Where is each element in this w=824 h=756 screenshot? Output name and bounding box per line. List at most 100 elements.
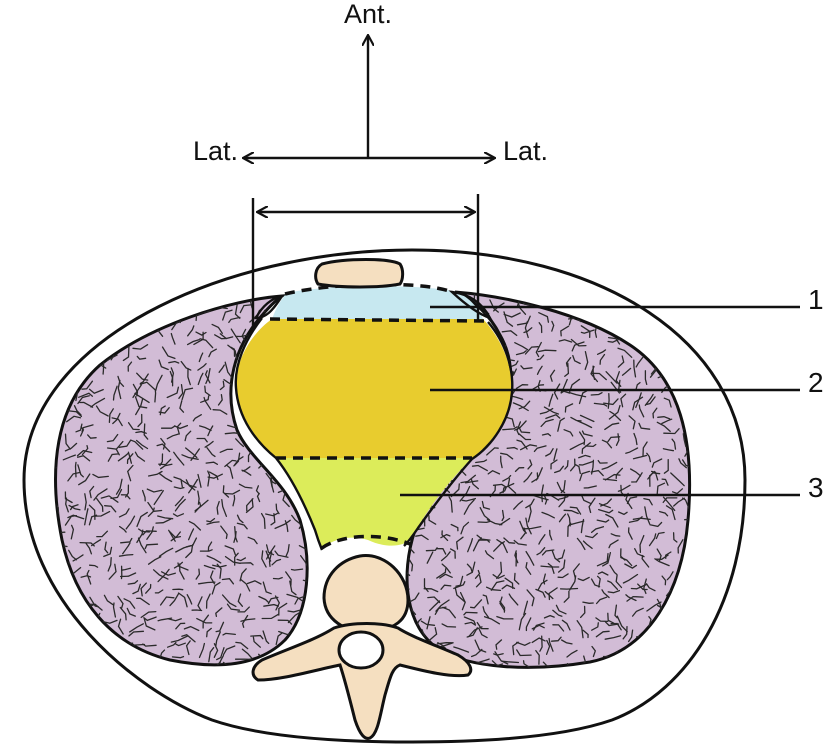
lung-texture-stroke bbox=[68, 659, 84, 665]
lung-texture-stroke bbox=[560, 325, 570, 337]
lung-texture-stroke bbox=[576, 620, 584, 639]
lung-texture-stroke bbox=[663, 458, 669, 474]
lung-texture-stroke bbox=[129, 623, 144, 633]
lung-texture-stroke bbox=[501, 584, 516, 590]
lung-texture-stroke bbox=[538, 322, 543, 334]
lung-texture-stroke bbox=[224, 432, 241, 435]
lung-texture-stroke bbox=[241, 469, 252, 476]
posterior-boundary bbox=[320, 534, 411, 550]
lung-texture-stroke bbox=[88, 564, 99, 568]
lung-texture-stroke bbox=[159, 463, 173, 470]
lung-texture-stroke bbox=[538, 312, 550, 323]
lung-texture-stroke bbox=[107, 453, 120, 462]
left-pleural-fold bbox=[254, 294, 285, 320]
lung-texture-stroke bbox=[91, 307, 97, 321]
lung-texture-stroke bbox=[607, 338, 620, 343]
lung-texture-stroke bbox=[583, 485, 597, 489]
lung-texture-stroke bbox=[48, 661, 53, 673]
lung-texture-stroke bbox=[466, 563, 473, 573]
lung-texture-stroke bbox=[227, 344, 238, 360]
lung-texture-stroke bbox=[140, 610, 157, 619]
lung-texture-stroke bbox=[278, 630, 292, 636]
lung-texture-stroke bbox=[644, 506, 651, 525]
lung-texture-stroke bbox=[442, 606, 456, 619]
lung-texture-stroke bbox=[524, 321, 529, 339]
lung-texture-stroke bbox=[578, 454, 591, 459]
lung-texture-stroke bbox=[191, 609, 203, 612]
lung-texture-stroke bbox=[607, 436, 621, 443]
lung-texture-stroke bbox=[89, 660, 96, 665]
lung-texture-stroke bbox=[516, 421, 522, 436]
lung-texture-stroke bbox=[506, 446, 518, 450]
lung-texture-stroke bbox=[516, 649, 532, 657]
lung-texture-stroke bbox=[64, 491, 73, 504]
lung-texture-stroke bbox=[671, 438, 677, 450]
lung-texture-stroke bbox=[179, 563, 185, 580]
callout-3: 3 bbox=[400, 472, 824, 503]
lung-texture-stroke bbox=[563, 429, 574, 437]
lung-texture-stroke bbox=[571, 341, 585, 352]
lung-texture-stroke bbox=[595, 596, 608, 605]
lung-texture-stroke bbox=[224, 555, 241, 564]
lung-texture-stroke bbox=[55, 357, 63, 360]
lung-texture-stroke bbox=[684, 281, 694, 291]
lung-texture-stroke bbox=[515, 350, 527, 356]
lung-texture-stroke bbox=[96, 296, 100, 306]
lung-texture-stroke bbox=[503, 537, 516, 544]
lung-texture-stroke bbox=[237, 606, 250, 613]
lung-texture-stroke bbox=[239, 568, 247, 582]
lung-texture-stroke bbox=[294, 595, 307, 605]
lung-texture-stroke bbox=[203, 396, 212, 410]
lung-texture-stroke bbox=[213, 643, 219, 658]
lung-texture-stroke bbox=[601, 439, 613, 449]
lung-texture-stroke bbox=[499, 596, 506, 612]
lung-texture-stroke bbox=[120, 537, 133, 544]
lung-texture-stroke bbox=[580, 329, 595, 334]
lung-texture-stroke bbox=[160, 571, 176, 576]
lung-texture-stroke bbox=[478, 628, 488, 639]
vertebral-arch bbox=[251, 622, 473, 740]
lung-texture-stroke bbox=[453, 646, 470, 653]
lateral-label-right: Lat. bbox=[503, 136, 548, 166]
lung-texture-stroke bbox=[106, 354, 118, 362]
lung-texture-stroke bbox=[596, 553, 609, 567]
lung-texture-stroke bbox=[70, 345, 80, 358]
lung-texture-stroke bbox=[565, 357, 572, 367]
mediastinum-right-border bbox=[403, 321, 514, 547]
lung-texture-stroke bbox=[90, 397, 106, 408]
lung-texture-stroke bbox=[278, 602, 288, 616]
lung-texture-stroke bbox=[247, 536, 258, 545]
lung-texture-stroke bbox=[615, 574, 623, 589]
lung-texture-stroke bbox=[501, 509, 505, 522]
lung-texture-stroke bbox=[566, 649, 578, 658]
lung-texture-stroke bbox=[181, 479, 197, 488]
boundary-line-1 bbox=[269, 317, 486, 323]
lung-texture-stroke bbox=[500, 660, 520, 664]
lung-texture-stroke bbox=[183, 625, 200, 632]
lung-texture-stroke bbox=[440, 551, 451, 562]
lung-texture-stroke bbox=[116, 308, 132, 319]
lung-texture-stroke bbox=[557, 417, 565, 432]
lung-texture-stroke bbox=[123, 598, 136, 609]
lung-texture-stroke bbox=[474, 569, 481, 579]
lung-texture-stroke bbox=[672, 532, 678, 543]
lung-texture-stroke bbox=[429, 600, 441, 612]
lung-texture-stroke bbox=[185, 640, 191, 656]
lung-texture-stroke bbox=[436, 568, 447, 579]
lung-texture-stroke bbox=[535, 341, 542, 358]
lung-texture-stroke bbox=[518, 612, 527, 631]
lung-texture-stroke bbox=[633, 292, 639, 295]
lung-texture-stroke bbox=[65, 497, 69, 513]
lung-texture-stroke bbox=[525, 517, 532, 535]
lung-texture-stroke bbox=[450, 523, 459, 532]
lung-texture-stroke bbox=[476, 534, 491, 541]
lung-texture-stroke bbox=[551, 320, 555, 332]
lung-texture-stroke bbox=[560, 390, 571, 394]
lung-texture-stroke bbox=[463, 611, 478, 616]
lung-texture-stroke bbox=[256, 492, 261, 503]
lung-texture-stroke bbox=[701, 271, 704, 286]
lung-texture-stroke bbox=[286, 593, 304, 603]
lung-texture-stroke bbox=[548, 637, 554, 652]
lung-texture-stroke bbox=[195, 331, 207, 336]
lung-texture-stroke bbox=[539, 635, 543, 652]
